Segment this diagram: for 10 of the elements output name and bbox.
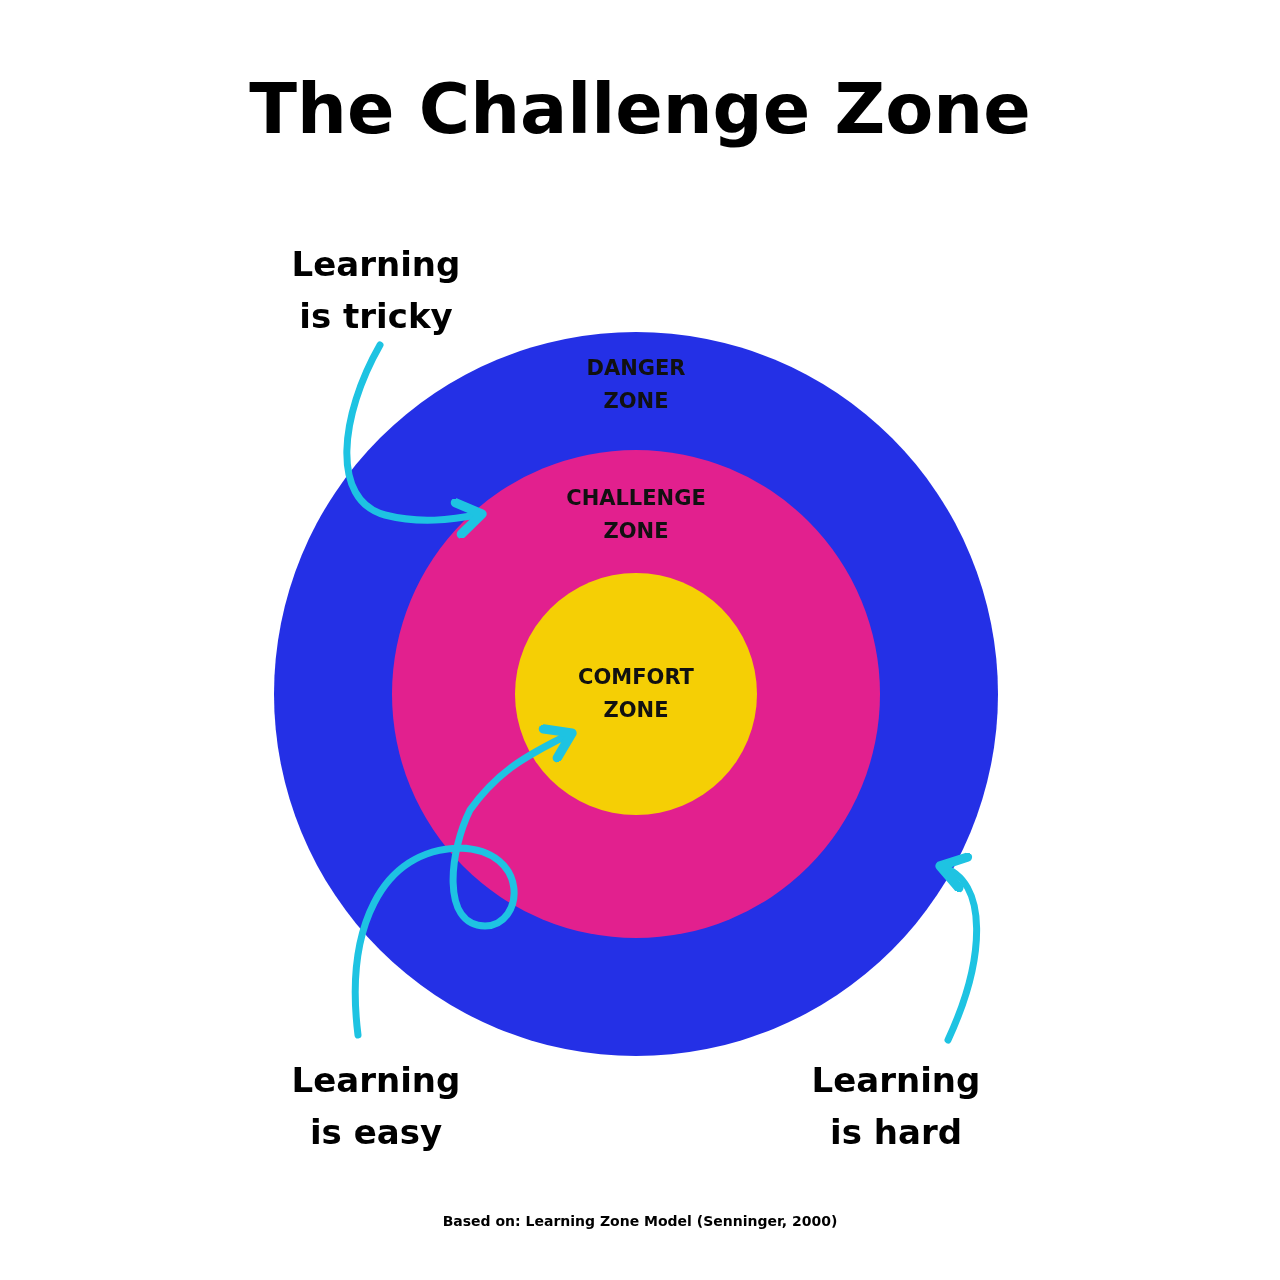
curved-arrow [352, 724, 577, 1039]
caption: Based on: Learning Zone Model (Senninger, 2000) [441, 1213, 839, 1229]
annotation-text: Learning is tricky [276, 238, 476, 342]
zone-label: CHALLENGE ZONE [565, 485, 707, 545]
zone-label: DANGER ZONE [585, 355, 687, 415]
annotation-text: Learning is hard [796, 1054, 996, 1158]
title: The Challenge Zone [248, 68, 1032, 150]
annotation-text: Learning is easy [276, 1054, 476, 1158]
curved-arrow [343, 341, 487, 539]
zone-label: COMFORT ZONE [577, 664, 695, 724]
